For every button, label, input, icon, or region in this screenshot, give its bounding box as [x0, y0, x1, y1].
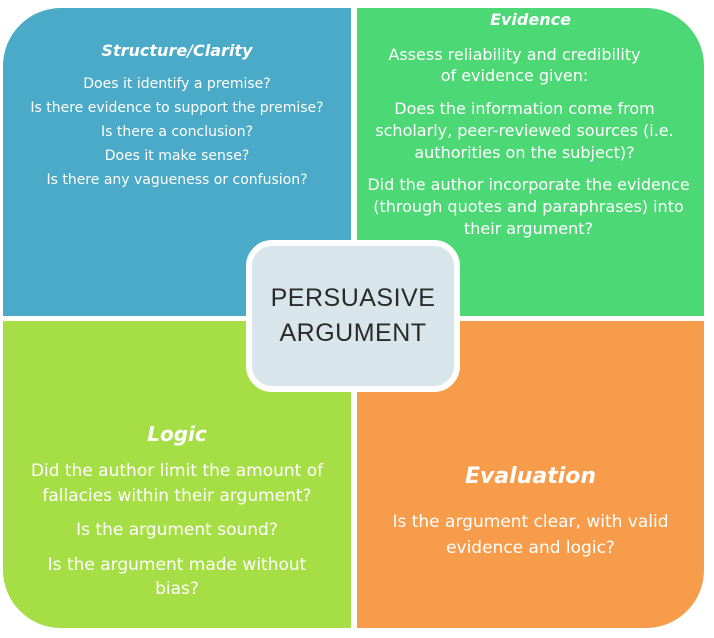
structure-clarity-quadrant: Structure/Clarity Does it identify a pre…	[3, 8, 351, 316]
logic-title: Logic	[147, 422, 207, 446]
persuasive-argument-center: PERSUASIVE ARGUMENT	[246, 240, 460, 392]
structure-item: Is there evidence to support the premise…	[30, 100, 324, 116]
center-title-line-1: PERSUASIVE	[270, 284, 436, 312]
evidence-intro: Assess reliability and credibility of ev…	[388, 45, 641, 85]
evidence-question-2: Did the author incorporate the evidence …	[367, 175, 690, 238]
structure-item: Is there a conclusion?	[100, 124, 254, 140]
structure-item: Is there any vagueness or confusion?	[46, 172, 308, 188]
structure-item: Does it make sense?	[104, 148, 250, 164]
evaluation-title: Evaluation	[464, 464, 597, 489]
evaluation-question-1: Is the argument clear, with valid eviden…	[392, 512, 669, 558]
logic-question-3: Is the argument made without bias?	[47, 555, 307, 599]
evidence-title: Evidence	[490, 10, 571, 29]
evidence-question-1: Does the information come from scholarly…	[375, 99, 674, 162]
center-title-line-2: ARGUMENT	[279, 319, 427, 347]
structure-clarity-list: Does it identify a premise? Is there evi…	[3, 72, 351, 192]
structure-clarity-title: Structure/Clarity	[101, 41, 253, 60]
logic-question-2: Is the argument sound?	[76, 520, 278, 540]
structure-item: Does it identify a premise?	[83, 76, 271, 92]
logic-question-1: Did the author limit the amount of falla…	[30, 461, 324, 506]
